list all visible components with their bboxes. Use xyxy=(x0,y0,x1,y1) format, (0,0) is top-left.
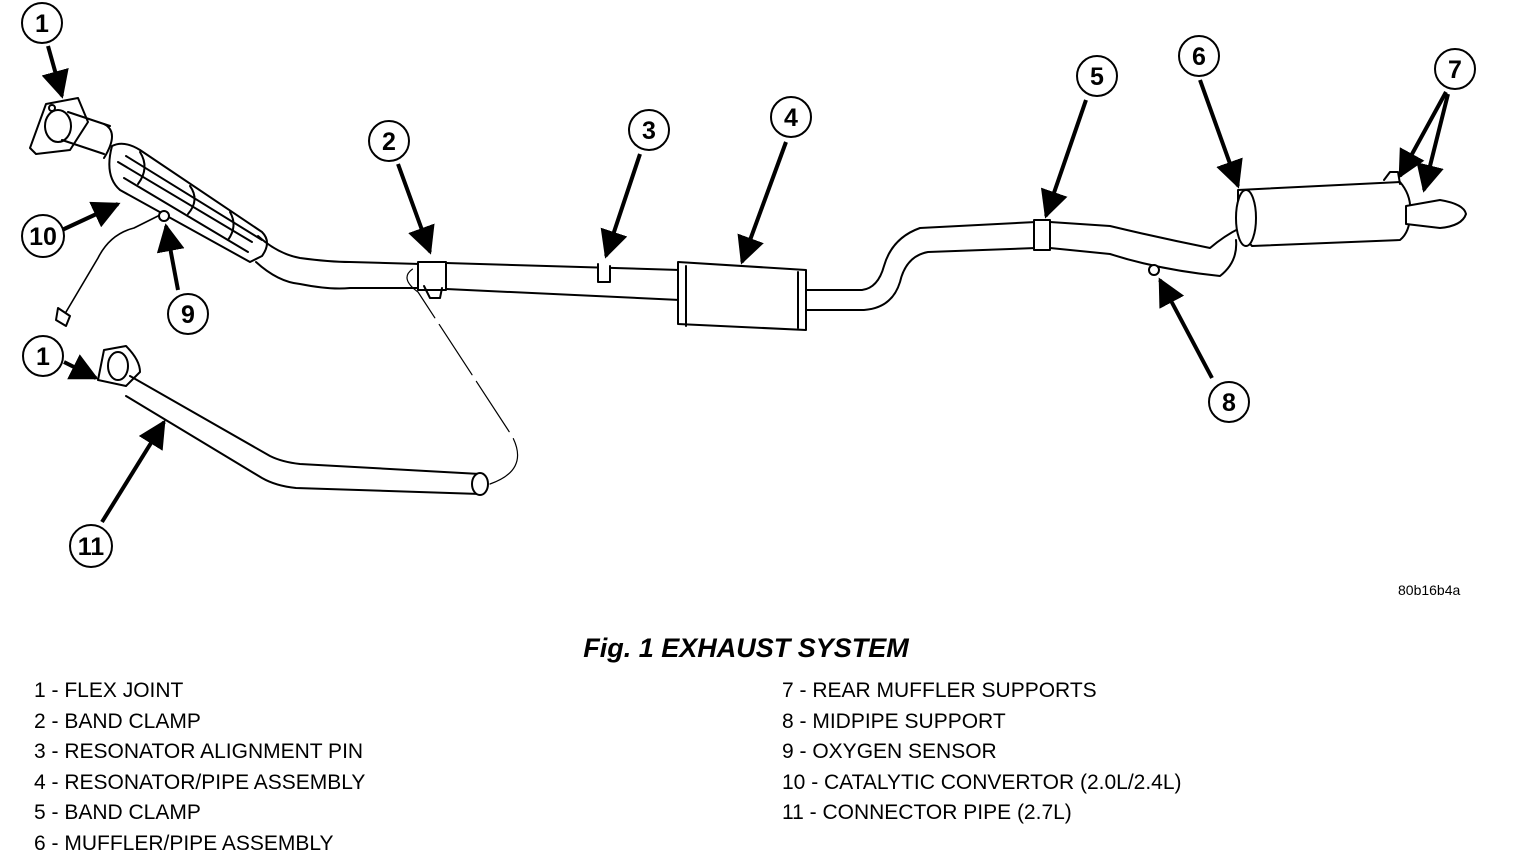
callout-5: 5 xyxy=(1076,55,1118,97)
callout-9: 9 xyxy=(167,293,209,335)
callout-label: 11 xyxy=(78,533,105,561)
oxygen-sensor-wire xyxy=(65,213,163,313)
legend-item: 5 - BAND CLAMP xyxy=(34,801,201,825)
callout-label: 2 xyxy=(382,128,396,156)
callout-label: 5 xyxy=(1090,63,1104,91)
callout-label: 7 xyxy=(1448,56,1462,84)
figure-title: Fig. 1 EXHAUST SYSTEM xyxy=(583,633,909,663)
tail-pipe xyxy=(1049,221,1241,277)
legend-left: 1 - FLEX JOINT 2 - BAND CLAMP 3 - RESONA… xyxy=(34,676,365,860)
callout-6: 6 xyxy=(1178,35,1220,77)
legend-item: 10 - CATALYTIC CONVERTOR (2.0L/2.4L) xyxy=(782,770,1182,794)
legend-item: 9 - OXYGEN SENSOR xyxy=(782,740,997,764)
flex-joint-upper xyxy=(29,97,113,159)
callout-label: 1 xyxy=(36,343,50,371)
image-code: 80b16b4a xyxy=(1398,582,1461,598)
callout-1-upper: 1 xyxy=(21,2,63,44)
legend-item: 6 - MUFFLER/PIPE ASSEMBLY xyxy=(34,831,334,855)
callout-2: 2 xyxy=(368,120,410,162)
callout-4: 4 xyxy=(770,96,812,138)
legend-item: 11 - CONNECTOR PIPE (2.7L) xyxy=(782,801,1072,825)
legend-item: 1 - FLEX JOINT xyxy=(34,679,184,702)
callout-label: 4 xyxy=(784,104,798,132)
callout-10: 10 xyxy=(21,214,65,258)
callout-7: 7 xyxy=(1434,48,1476,90)
callout-1-lower: 1 xyxy=(22,335,64,377)
callout-label: 3 xyxy=(642,117,656,145)
exhaust-drawing xyxy=(29,97,1467,496)
band-clamp-rear xyxy=(1033,219,1051,251)
oxygen-sensor xyxy=(158,210,170,222)
callout-label: 6 xyxy=(1192,43,1206,71)
catalytic-converter xyxy=(108,142,268,263)
connector-pipe xyxy=(97,345,489,496)
intermediate-pipe xyxy=(445,262,681,301)
callout-arrows xyxy=(41,45,1450,524)
legend-right: 7 - REAR MUFFLER SUPPORTS 8 - MIDPIPE SU… xyxy=(782,676,1182,829)
tailpipe-tip xyxy=(1405,199,1467,229)
legend-item: 2 - BAND CLAMP xyxy=(34,709,201,733)
callout-label: 10 xyxy=(29,223,57,251)
midpipe-support xyxy=(1148,264,1160,276)
callout-11: 11 xyxy=(69,524,113,568)
legend-item: 7 - REAR MUFFLER SUPPORTS xyxy=(782,679,1097,702)
callout-3: 3 xyxy=(628,109,670,151)
oxygen-sensor-plug xyxy=(55,307,71,327)
callout-label: 8 xyxy=(1222,389,1236,417)
callout-8: 8 xyxy=(1208,381,1250,423)
resonator xyxy=(677,261,807,331)
connection-line xyxy=(406,265,519,485)
muffler xyxy=(1235,171,1412,247)
callout-label: 9 xyxy=(181,301,195,329)
front-pipe xyxy=(255,235,421,290)
legend-item: 8 - MIDPIPE SUPPORT xyxy=(782,709,1006,733)
mid-pipe xyxy=(805,221,1037,311)
band-clamp-front xyxy=(417,261,447,299)
resonator-alignment-pin xyxy=(597,263,611,283)
callout-label: 1 xyxy=(35,10,49,38)
legend-item: 4 - RESONATOR/PIPE ASSEMBLY xyxy=(34,770,366,794)
legend-item: 3 - RESONATOR ALIGNMENT PIN xyxy=(34,740,364,764)
